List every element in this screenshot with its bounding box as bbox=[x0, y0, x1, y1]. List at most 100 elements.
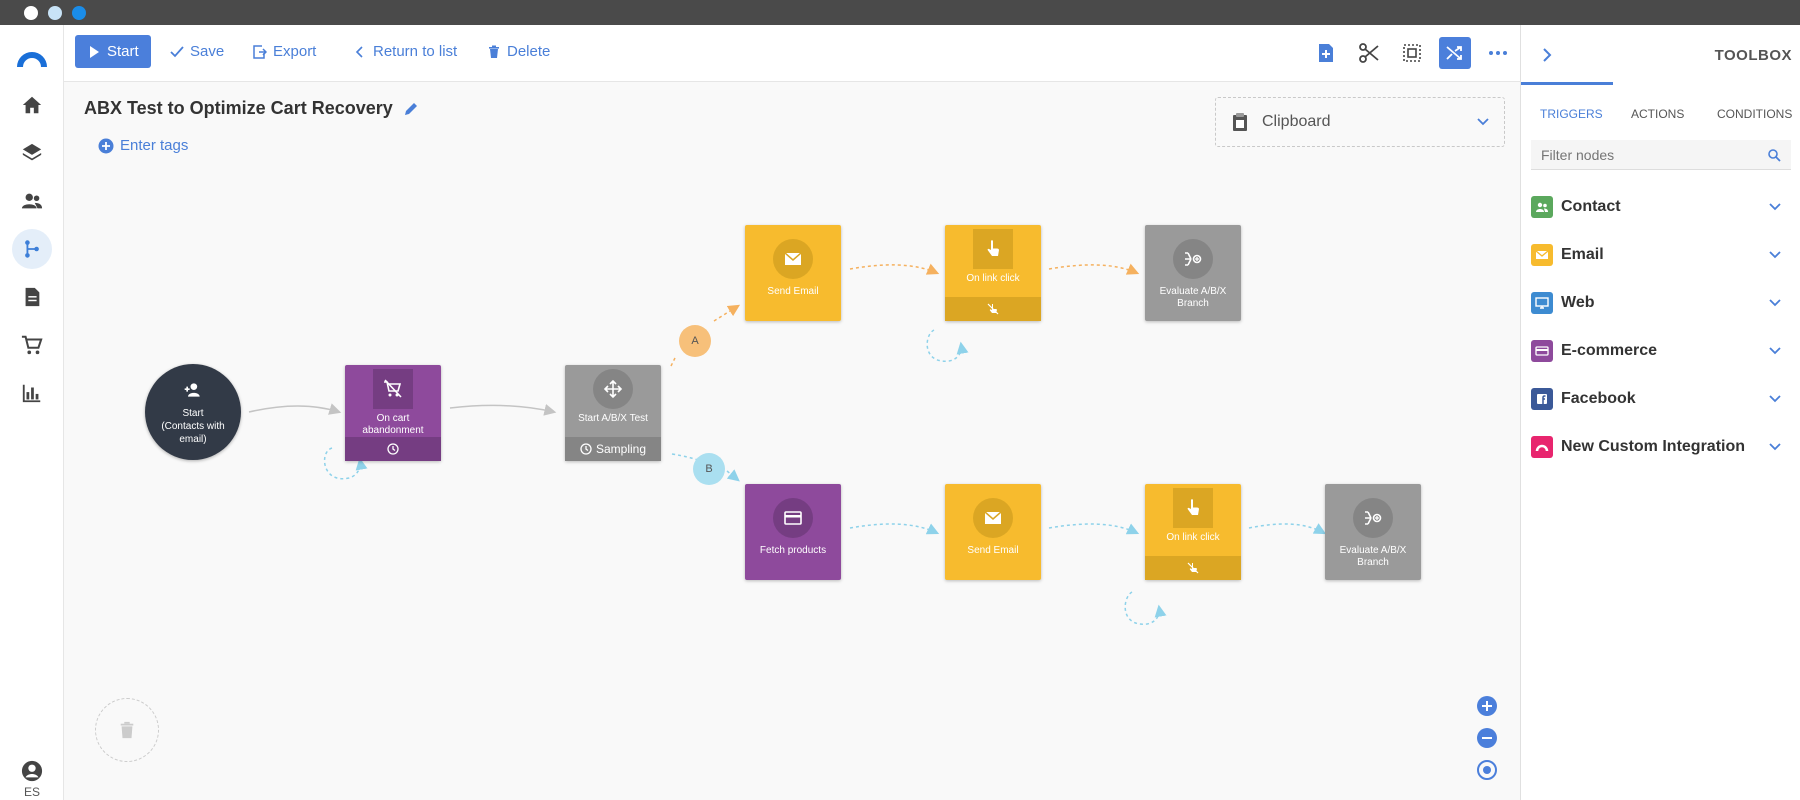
node-b-on-link-click[interactable]: On link click bbox=[1145, 484, 1241, 580]
nav-layers-icon[interactable] bbox=[12, 133, 52, 173]
toolbox-tabs: TRIGGERS ACTIONS CONDITIONS bbox=[1521, 85, 1800, 141]
editor-toolbar: Start Save Export Return to list Delete bbox=[64, 25, 1520, 82]
zoom-in-icon[interactable] bbox=[1476, 695, 1498, 717]
email-icon bbox=[773, 239, 813, 279]
branch-a-label[interactable]: A bbox=[679, 325, 711, 357]
trash-drop-zone[interactable] bbox=[95, 698, 159, 762]
facebook-icon bbox=[1531, 388, 1553, 410]
start-button[interactable]: Start bbox=[75, 35, 151, 68]
shuffle-icon[interactable] bbox=[1439, 37, 1471, 69]
split-arrows-icon bbox=[593, 369, 633, 409]
node-a-on-link-click[interactable]: On link click bbox=[945, 225, 1041, 321]
email-icon bbox=[1531, 244, 1553, 266]
node-a-evaluate-branch[interactable]: Evaluate A/B/X Branch bbox=[1145, 225, 1241, 321]
nav-home-icon[interactable] bbox=[12, 85, 52, 125]
evaluate-branch-icon bbox=[1173, 239, 1213, 279]
export-icon bbox=[253, 44, 267, 59]
chevron-down-icon bbox=[1769, 347, 1781, 355]
enter-tags-button[interactable]: Enter tags bbox=[98, 137, 188, 154]
node-footer bbox=[345, 437, 441, 461]
email-icon bbox=[973, 498, 1013, 538]
category-new-custom-integration[interactable]: New Custom Integration bbox=[1531, 431, 1791, 463]
clock-icon bbox=[387, 443, 399, 455]
flow-canvas[interactable]: ABX Test to Optimize Cart Recovery Enter… bbox=[64, 82, 1520, 800]
window-minimize-button[interactable] bbox=[48, 6, 62, 20]
save-button[interactable]: Save bbox=[160, 35, 234, 68]
select-area-icon[interactable] bbox=[1396, 37, 1428, 69]
contacts-icon bbox=[1531, 196, 1553, 218]
flow-title: ABX Test to Optimize Cart Recovery bbox=[84, 98, 419, 119]
connector-test-to-a bbox=[670, 357, 676, 367]
filter-nodes-field bbox=[1531, 140, 1791, 170]
node-start-abx-test[interactable]: Start A/B/X Test Sampling bbox=[565, 365, 661, 461]
node-b-evaluate-branch[interactable]: Evaluate A/B/X Branch bbox=[1325, 484, 1421, 580]
chevron-left-icon bbox=[355, 45, 363, 58]
chevron-down-icon bbox=[1769, 299, 1781, 307]
trash-icon bbox=[489, 45, 499, 58]
node-b-send-email[interactable]: Send Email bbox=[945, 484, 1041, 580]
add-page-icon[interactable] bbox=[1310, 37, 1342, 69]
play-icon bbox=[90, 45, 99, 58]
card-icon bbox=[1531, 340, 1553, 362]
category-email[interactable]: Email bbox=[1531, 239, 1791, 271]
no-click-icon bbox=[1187, 562, 1199, 574]
category-contact[interactable]: Contact bbox=[1531, 191, 1791, 223]
toolbox-panel: TOOLBOX TRIGGERS ACTIONS CONDITIONS Cont… bbox=[1520, 25, 1800, 800]
delete-button[interactable]: Delete bbox=[477, 35, 560, 68]
connector-start-to-abandon bbox=[248, 403, 342, 415]
window-maximize-button[interactable] bbox=[72, 6, 86, 20]
connector-b-to-fetch bbox=[726, 469, 740, 482]
nav-reports-icon[interactable] bbox=[12, 373, 52, 413]
user-avatar-icon bbox=[21, 760, 43, 782]
node-on-cart-abandonment[interactable]: On cart abandonment bbox=[345, 365, 441, 461]
chevron-right-icon[interactable] bbox=[1537, 45, 1557, 65]
chevron-down-icon bbox=[1769, 203, 1781, 211]
chevron-down-icon bbox=[1769, 395, 1781, 403]
tab-triggers[interactable]: TRIGGERS bbox=[1540, 107, 1603, 121]
nav-contacts-icon[interactable] bbox=[12, 181, 52, 221]
zoom-out-icon[interactable] bbox=[1476, 727, 1498, 749]
plus-circle-icon bbox=[98, 138, 114, 153]
clipboard-icon bbox=[1233, 113, 1247, 131]
user-account[interactable]: ES bbox=[12, 760, 52, 799]
connector-a-to-email bbox=[713, 304, 741, 322]
category-ecommerce[interactable]: E-commerce bbox=[1531, 335, 1791, 367]
evaluate-branch-icon bbox=[1353, 498, 1393, 538]
category-facebook[interactable]: Facebook bbox=[1531, 383, 1791, 415]
return-to-list-button[interactable]: Return to list bbox=[343, 35, 467, 68]
toolbox-title: TOOLBOX bbox=[1714, 47, 1792, 64]
nav-automation-icon[interactable] bbox=[12, 229, 52, 269]
clipboard-dropdown[interactable]: Clipboard bbox=[1215, 97, 1505, 147]
left-navigation: ES bbox=[0, 25, 64, 800]
add-contacts-icon bbox=[184, 383, 200, 397]
node-a-send-email[interactable]: Send Email bbox=[745, 225, 841, 321]
center-view-icon[interactable] bbox=[1476, 759, 1498, 781]
nav-cart-icon[interactable] bbox=[12, 325, 52, 365]
node-footer: Sampling bbox=[565, 437, 661, 461]
search-icon[interactable] bbox=[1767, 148, 1781, 162]
scissors-icon[interactable] bbox=[1353, 37, 1385, 69]
branch-b-label[interactable]: B bbox=[693, 453, 725, 485]
nav-document-icon[interactable] bbox=[12, 277, 52, 317]
filter-nodes-input[interactable] bbox=[1541, 146, 1767, 163]
connector-test-to-b bbox=[671, 453, 699, 461]
node-b-fetch-products[interactable]: Fetch products bbox=[745, 484, 841, 580]
no-click-icon bbox=[987, 303, 999, 315]
logo-icon[interactable] bbox=[16, 45, 48, 77]
chevron-down-icon bbox=[1477, 118, 1489, 126]
loop-a-link-click bbox=[926, 329, 969, 362]
connector-b-click-to-evaluate bbox=[1248, 523, 1327, 535]
node-footer bbox=[1145, 556, 1241, 580]
connector-a-email-to-click bbox=[849, 263, 940, 275]
start-node[interactable]: Start (Contacts with email) bbox=[145, 364, 241, 460]
pointer-hand-icon bbox=[973, 229, 1013, 269]
tab-actions[interactable]: ACTIONS bbox=[1631, 107, 1685, 121]
chevron-down-icon bbox=[1769, 251, 1781, 259]
flow-connectors bbox=[248, 263, 1327, 625]
more-icon[interactable] bbox=[1482, 37, 1514, 69]
tab-conditions[interactable]: CONDITIONS bbox=[1717, 107, 1793, 121]
category-web[interactable]: Web bbox=[1531, 287, 1791, 319]
edit-pencil-icon[interactable] bbox=[403, 101, 419, 117]
export-button[interactable]: Export bbox=[243, 35, 326, 68]
window-close-button[interactable] bbox=[24, 6, 38, 20]
